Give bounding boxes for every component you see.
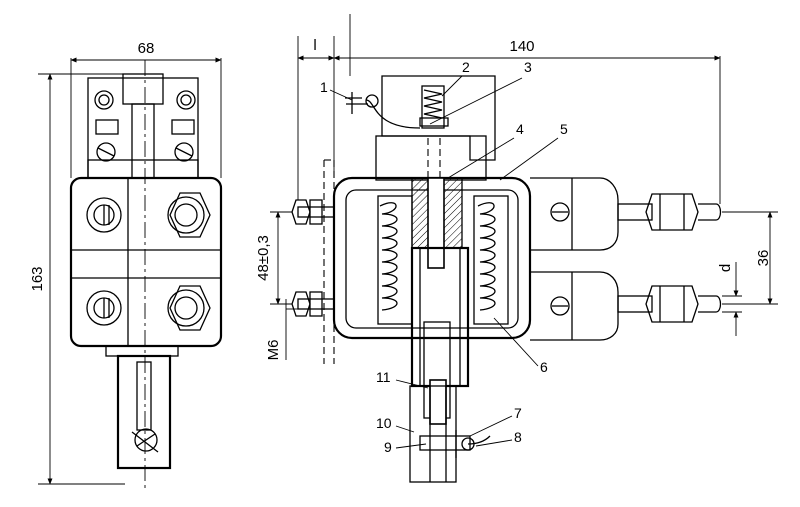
dim-offset-l: l xyxy=(313,37,316,54)
dim-pin-diameter: d xyxy=(717,264,734,272)
callout-9: 9 xyxy=(384,439,392,455)
callout-10: 10 xyxy=(376,415,392,431)
dim-bolt-spacing: 48±0,3 xyxy=(255,235,272,281)
section-view-dimensions: 140 l 48±0,3 M6 36 d xyxy=(255,14,778,360)
callout-4: 4 xyxy=(516,121,524,137)
callouts: 1 2 3 4 5 6 7 8 9 10 11 xyxy=(320,59,568,455)
callout-11: 11 xyxy=(376,369,391,385)
section-view xyxy=(291,75,722,483)
callout-1: 1 xyxy=(320,79,328,95)
dim-height-163: 163 xyxy=(29,266,46,291)
callout-5: 5 xyxy=(560,121,568,137)
dim-thread-m6: M6 xyxy=(265,340,282,361)
dim-pin-spacing: 36 xyxy=(755,250,772,267)
callout-6: 6 xyxy=(540,359,548,375)
dim-width-68: 68 xyxy=(138,40,155,57)
front-view xyxy=(69,60,223,490)
callout-8: 8 xyxy=(514,429,522,445)
callout-7: 7 xyxy=(514,405,522,421)
callout-3: 3 xyxy=(524,59,532,75)
front-view-dimensions: 68 163 xyxy=(29,40,222,485)
dim-width-140: 140 xyxy=(509,38,534,55)
callout-2: 2 xyxy=(462,59,470,75)
